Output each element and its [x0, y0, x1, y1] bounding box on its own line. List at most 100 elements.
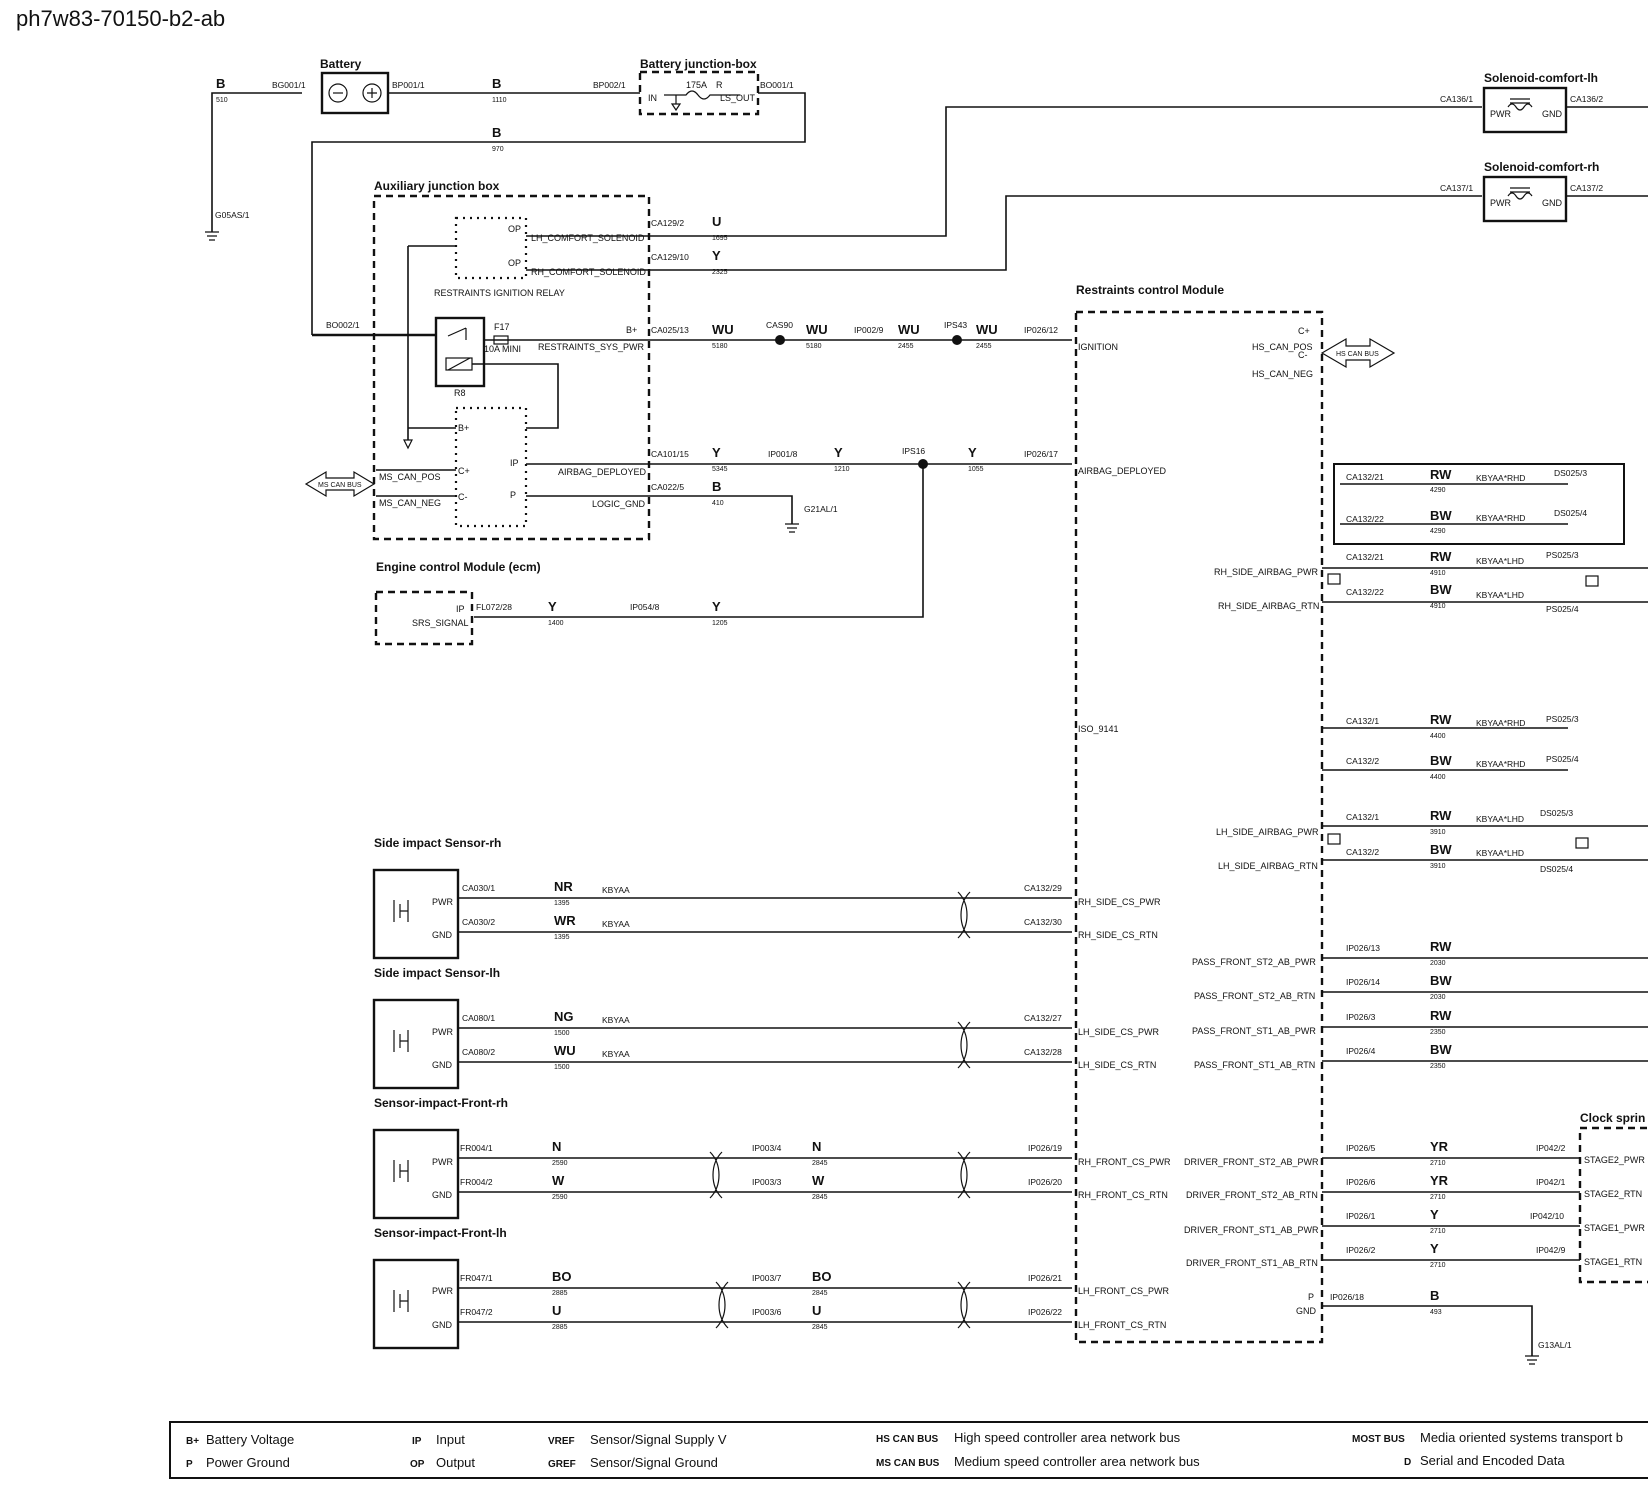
diagram-label: KBYAA*LHD [1476, 814, 1524, 824]
diagram-label: 2710 [1430, 1160, 1446, 1167]
legend-value: Sensor/Signal Supply V [590, 1432, 727, 1447]
diagram-label: 1395 [554, 900, 570, 907]
connector-label: BP002/1 [593, 80, 626, 90]
diagram-label: CA132/21 [1346, 472, 1384, 482]
solenoid-comfort-rh: Solenoid-comfort-rh PWR GND CA137/1 CA13… [1440, 160, 1648, 223]
wire-color: B [492, 76, 501, 91]
diagram-label: YR [1430, 1139, 1449, 1154]
diagram-label: IP042/2 [1536, 1143, 1566, 1153]
diagram-label: FR047/1 [460, 1273, 493, 1283]
legend-key: GREF [548, 1459, 576, 1470]
diagram-label: Sensor-impact-Front-lh [374, 1226, 507, 1240]
diagram-label: PWR [432, 1286, 453, 1296]
diagram-label: STAGE1_PWR [1584, 1223, 1645, 1233]
wire-number: 1055 [968, 466, 984, 473]
diagram-label: 2710 [1430, 1228, 1446, 1235]
diagram-label: RW [1430, 1008, 1452, 1023]
diagram-label: 2845 [812, 1160, 828, 1167]
diagram-label: WR [554, 913, 576, 928]
connector-label: CA136/2 [1570, 94, 1603, 104]
wire-number: 2325 [712, 269, 728, 276]
aux-output-wires: CA129/2 U 1695 CA129/10 Y 2325 CA025/13 … [474, 106, 1482, 618]
diagram-label: CA080/2 [462, 1047, 495, 1057]
diagram-label: IP026/22 [1028, 1307, 1062, 1317]
diagram-label: 2590 [552, 1160, 568, 1167]
diagram-label: LH_SIDE_CS_PWR [1078, 1027, 1160, 1037]
connector-label: CA137/1 [1440, 183, 1473, 193]
diagram-label: LH_SIDE_CS_RTN [1078, 1060, 1156, 1070]
diagram-label: 4290 [1430, 528, 1446, 535]
diagram-label: BO [812, 1269, 832, 1284]
diagram-label: PWR [1490, 198, 1511, 208]
diagram-label: LH_COMFORT_SOLENOID [531, 233, 645, 243]
connector-label: CA022/5 [651, 482, 684, 492]
diagram-label: PWR [432, 897, 453, 907]
diagram-label: RH_SIDE_CS_PWR [1078, 897, 1161, 907]
diagram-label: LH_FRONT_CS_RTN [1078, 1320, 1166, 1330]
wire-number: 5345 [712, 466, 728, 473]
diagram-label: CA132/22 [1346, 514, 1384, 524]
diagram-label: 10A MINI [484, 344, 521, 354]
diagram-label: KBYAA*RHD [1476, 759, 1525, 769]
diagram-label: IN [648, 93, 657, 103]
diagram-label: BW [1430, 582, 1452, 597]
wire-color: Y [968, 445, 977, 460]
diagram-label: PASS_FRONT_ST1_AB_RTN [1194, 1060, 1315, 1070]
connector-label: CA137/2 [1570, 183, 1603, 193]
diagram-label: SRS_SIGNAL [412, 618, 469, 628]
lhd-lh-side-airbag: CA132/1 RW 3910 KBYAA*LHD DS025/3 CA132/… [1322, 808, 1648, 874]
ms-can-bus-arrow: MS CAN BUS [304, 470, 376, 498]
diagram-label: IP026/5 [1346, 1143, 1376, 1153]
diagram-label: RESTRAINTS IGNITION RELAY [434, 288, 565, 298]
diagram-label: MS_CAN_NEG [379, 498, 441, 508]
diagram-label: BW [1430, 842, 1452, 857]
diagram-label: STAGE1_RTN [1584, 1257, 1642, 1267]
wire-color: WU [898, 322, 920, 337]
diagram-label: 2845 [812, 1194, 828, 1201]
driver-front-airbag: IP026/5 YR 2710 IP026/6 YR 2710 IP026/1 … [1322, 1139, 1580, 1269]
connector-label: IP026/17 [1024, 449, 1058, 459]
legend-key: OP [410, 1459, 425, 1470]
diagram-label: IP026/3 [1346, 1012, 1376, 1022]
restraints-control-module: Restraints control Module IGNITION AIRBA… [1074, 283, 1324, 1344]
diagram-label: DS025/3 [1554, 468, 1587, 478]
wire-color: Y [712, 445, 721, 460]
wire-number: 5180 [806, 343, 822, 350]
diagram-label: IP [456, 604, 465, 614]
connector-label: BO002/1 [326, 320, 360, 330]
connector-label: CA101/15 [651, 449, 689, 459]
wire-number: 1205 [712, 620, 728, 627]
battery-section: B 510 BG001/1 G05AS/1 Battery BP001/1 B … [205, 57, 806, 335]
diagram-label: CA132/1 [1346, 716, 1379, 726]
connector-label: G21AL/1 [804, 504, 838, 514]
diagram-label: DRIVER_FRONT_ST1_AB_RTN [1186, 1258, 1318, 1268]
diagram-label: GND [432, 930, 453, 940]
diagram-label: N [812, 1139, 821, 1154]
diagram-label: IP026/14 [1346, 977, 1380, 987]
diagram-label: HS_CAN_NEG [1252, 369, 1313, 379]
diagram-label: PWR [1490, 109, 1511, 119]
aux-junction-box: Auxiliary junction box BO002/1 OP OP LH_… [312, 179, 651, 541]
legend-key: IP [412, 1436, 422, 1447]
diagram-label: 4290 [1430, 487, 1446, 494]
solenoid-comfort-lh: Solenoid-comfort-lh PWR GND CA136/1 CA13… [1440, 71, 1648, 134]
diagram-label: IP026/2 [1346, 1245, 1376, 1255]
diagram-label: KBYAA [602, 885, 630, 895]
diagram-label: RW [1430, 467, 1452, 482]
sensor-impact-front-lh: Sensor-impact-Front-lh PWR GND FR047/1 F… [372, 1226, 1072, 1350]
wire-number: 5180 [712, 343, 728, 350]
diagram-label: B+ [458, 423, 469, 433]
diagram-label: C- [458, 492, 468, 502]
wire-color: B [216, 76, 225, 91]
diagram-label: GND [432, 1060, 453, 1070]
passenger-front-airbag: IP026/13 RW 2030 IP026/14 BW 2030 IP026/… [1322, 939, 1648, 1070]
legend: B+ Battery Voltage P Power Ground IP Inp… [169, 1421, 1648, 1479]
rhd-lh-side-airbag: CA132/1 RW 4400 KBYAA*RHD PS025/3 CA132/… [1322, 712, 1579, 781]
connector-label: CAS90 [766, 320, 793, 330]
diagram-label: AIRBAG_DEPLOYED [558, 467, 647, 477]
diagram-label: RH_FRONT_CS_PWR [1078, 1157, 1171, 1167]
legend-key: B+ [186, 1436, 199, 1447]
diagram-label: RH_SIDE_AIRBAG_RTN [1218, 601, 1319, 611]
connector-label: IP054/8 [630, 602, 660, 612]
diagram-label: B+ [626, 325, 637, 335]
